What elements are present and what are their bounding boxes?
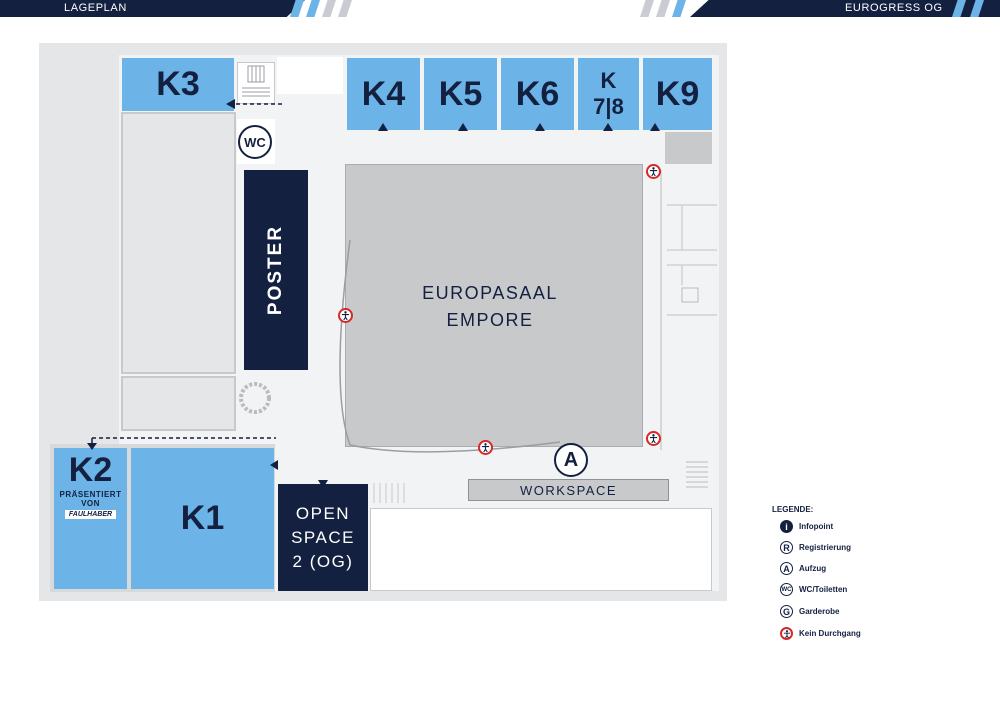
service-area — [665, 132, 712, 164]
legend-item-wc: WC WC/Toiletten — [780, 583, 847, 596]
room-k9-label: K9 — [655, 74, 700, 113]
no-passage-icon — [646, 431, 661, 446]
room-k3[interactable]: K3 — [122, 58, 234, 111]
route-arrow — [86, 434, 276, 450]
europasaal-label: EUROPASAAL EMPORE — [390, 280, 590, 334]
entrance-marker — [378, 123, 388, 131]
header-stripe — [640, 0, 654, 17]
header-stripe — [306, 0, 320, 17]
wc-icon[interactable]: WC — [238, 125, 272, 159]
room-k3-label: K3 — [156, 65, 200, 103]
room-k5-label: K5 — [438, 74, 483, 113]
europasaal-label-line1: EUROPASAAL — [422, 283, 558, 303]
room-k2-subtitle-2: VON — [81, 499, 100, 508]
sponsor-logo: FAULHABER — [64, 510, 117, 519]
no-passage-icon — [646, 164, 661, 179]
header-stripe — [672, 0, 686, 17]
room-k4-label: K4 — [361, 74, 406, 113]
open-space-2[interactable]: OPEN SPACE 2 (OG) — [278, 484, 368, 591]
entrance-marker — [603, 123, 613, 131]
room-k78[interactable]: K 7|8 — [578, 58, 639, 130]
legend-item-infopoint: i Infopoint — [780, 520, 833, 533]
registration-icon: R — [780, 541, 793, 554]
service-area — [121, 112, 236, 374]
no-passage-icon — [478, 440, 493, 455]
entrance-marker — [458, 123, 468, 131]
poster-area[interactable]: POSTER — [244, 170, 308, 370]
room-k9[interactable]: K9 — [643, 58, 712, 130]
europasaal-empore[interactable] — [345, 164, 643, 447]
header-bar-right — [690, 0, 1000, 17]
staircase — [370, 483, 410, 503]
wc-label: WC — [244, 134, 266, 150]
workspace-label: WORKSPACE — [519, 482, 618, 498]
open-space-label-2: SPACE — [291, 527, 355, 547]
legend-item-kein-durchgang: Kein Durchgang — [780, 627, 861, 640]
legend-item-registrierung: R Registrierung — [780, 541, 851, 554]
info-icon: i — [780, 520, 793, 533]
room-k4[interactable]: K4 — [347, 58, 420, 130]
workspace-area[interactable]: WORKSPACE — [468, 479, 669, 501]
staircase — [237, 62, 275, 104]
elevator-icon[interactable]: A — [554, 443, 588, 477]
poster-label: POSTER — [265, 224, 286, 316]
service-area — [660, 170, 717, 450]
service-area — [121, 376, 236, 431]
legend-label: Garderobe — [799, 607, 840, 616]
light-area — [277, 57, 343, 94]
wardrobe-icon: G — [780, 605, 793, 618]
room-k78-label-top: K — [600, 68, 617, 93]
open-space-label-3: 2 (OG) — [292, 551, 354, 571]
staircase — [686, 458, 708, 492]
legend-item-aufzug: A Aufzug — [780, 562, 826, 575]
open-space-label-1: OPEN — [295, 503, 351, 523]
header-bar-left — [0, 0, 305, 17]
spiral-staircase-icon — [237, 380, 273, 416]
legend-title: LEGENDE: — [772, 505, 814, 514]
header-title-left: LAGEPLAN — [64, 2, 127, 14]
header-stripe — [656, 0, 670, 17]
elevator-label: A — [563, 448, 579, 471]
legend-item-garderobe: G Garderobe — [780, 605, 839, 618]
room-k2-label: K2 — [68, 451, 113, 489]
europasaal-label-line2: EMPORE — [446, 310, 534, 330]
entrance-marker — [535, 123, 545, 131]
legend-label: Registrierung — [799, 543, 852, 552]
entrance-marker — [270, 460, 278, 470]
room-k1-label: K1 — [180, 499, 225, 537]
no-passage-icon — [780, 627, 793, 640]
room-k1[interactable]: K1 — [131, 448, 274, 589]
room-k5[interactable]: K5 — [424, 58, 497, 130]
room-k78-label-bottom: 7|8 — [593, 94, 624, 119]
wc-icon: WC — [780, 583, 793, 596]
legend-label: Kein Durchgang — [799, 629, 861, 638]
header-title-right: EUROGRESS OG — [845, 2, 943, 14]
route-arrow — [226, 97, 284, 109]
header-stripe — [338, 0, 352, 17]
legend-label: Infopoint — [799, 522, 834, 531]
white-area — [370, 508, 712, 591]
legend-label: Aufzug — [799, 564, 827, 573]
header-stripe — [322, 0, 336, 17]
entrance-marker — [650, 123, 660, 131]
room-k6-label: K6 — [515, 74, 560, 113]
room-k6[interactable]: K6 — [501, 58, 574, 130]
no-passage-icon — [338, 308, 353, 323]
legend-label: WC/Toiletten — [799, 585, 848, 594]
room-k2[interactable]: K2 PRÄSENTIERT VON FAULHABER — [54, 448, 127, 589]
room-k2-subtitle: PRÄSENTIERT — [59, 490, 122, 499]
entrance-marker — [318, 480, 328, 488]
elevator-icon: A — [780, 562, 793, 575]
